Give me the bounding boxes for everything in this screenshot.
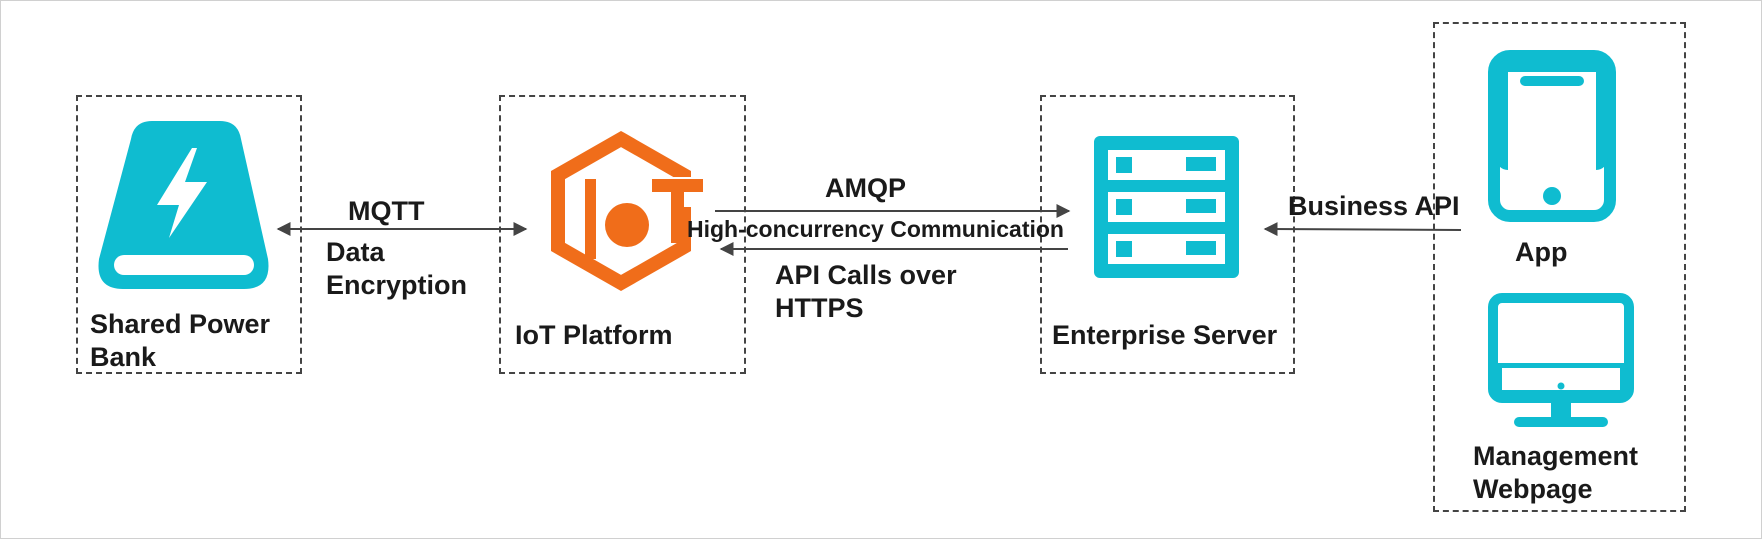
iot-logo-icon: [551, 130, 705, 292]
https-label: API Calls over HTTPS: [775, 259, 957, 325]
management-webpage-label: Management Webpage: [1473, 440, 1638, 506]
power-bank-label-line1: Shared Power: [90, 309, 271, 339]
power-bank-label-line2: Bank: [90, 342, 157, 372]
power-bank-label: Shared Power Bank: [90, 308, 270, 374]
mobile-phone-icon: [1488, 50, 1616, 222]
server-icon: [1094, 136, 1239, 278]
data-encryption-label: Data Encryption: [326, 236, 467, 302]
high-concurrency-label: High-concurrency Communication: [687, 216, 1064, 242]
app-label: App: [1515, 237, 1568, 267]
enterprise-server-label: Enterprise Server: [1052, 320, 1278, 350]
https-label-line1: API Calls over: [775, 260, 957, 290]
iot-platform-label: IoT Platform: [515, 320, 673, 350]
power-bank-icon: [98, 121, 269, 289]
mqtt-label: MQTT: [348, 196, 425, 226]
clients-box: [1433, 22, 1686, 512]
business-api-label: Business API: [1288, 191, 1460, 221]
data-encryption-line2: Encryption: [326, 270, 468, 300]
management-webpage-line2: Webpage: [1473, 474, 1593, 504]
amqp-label: AMQP: [825, 173, 906, 203]
business-api-arrow: [1263, 222, 1462, 237]
management-webpage-line1: Management: [1473, 441, 1639, 471]
monitor-icon: [1488, 293, 1634, 427]
enterprise-server-box: [1040, 95, 1295, 374]
data-encryption-line1: Data: [326, 237, 385, 267]
https-label-line2: HTTPS: [775, 293, 864, 323]
